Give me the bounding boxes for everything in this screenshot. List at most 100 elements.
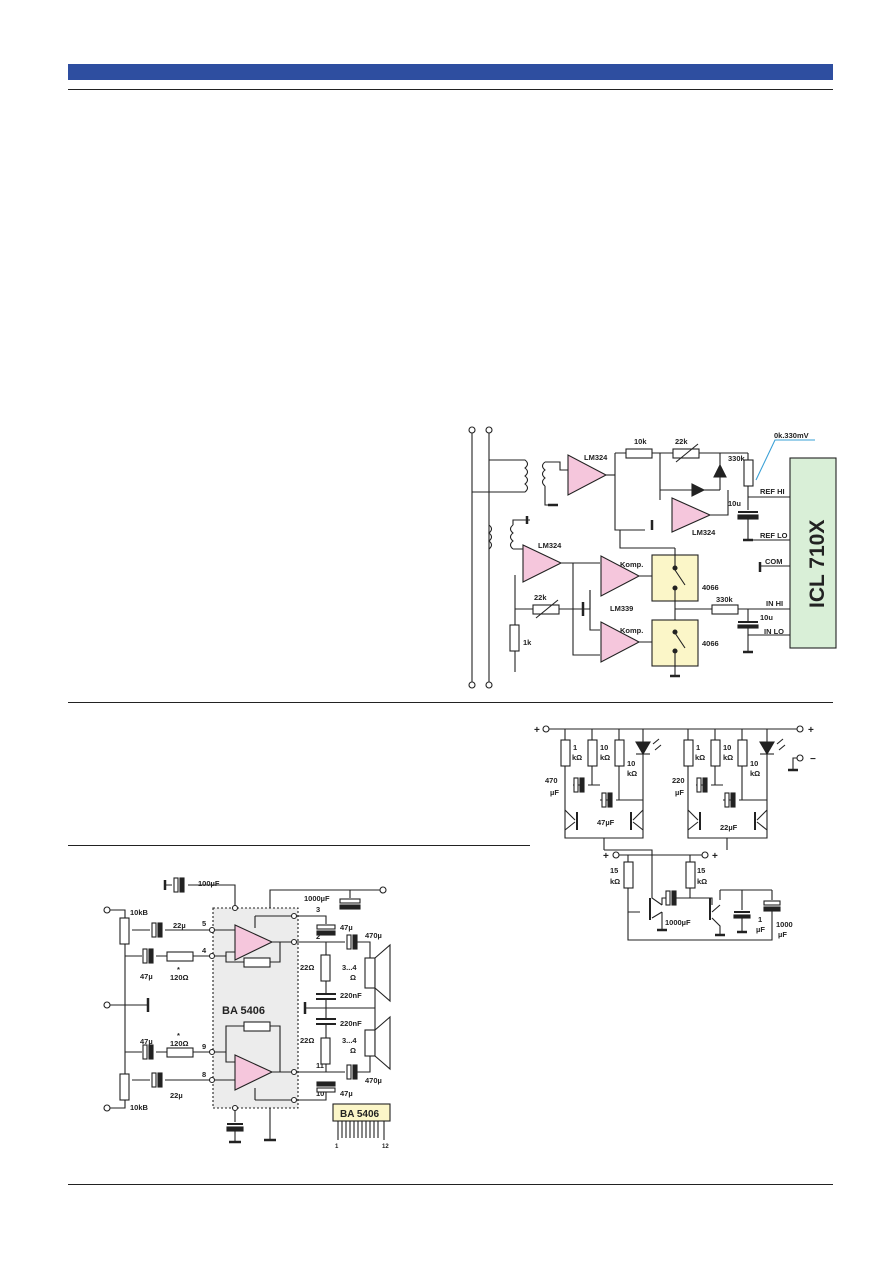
r-label: 10 (600, 743, 608, 752)
c-label: 10u (760, 613, 773, 622)
speaker-label: 3...4 (342, 1036, 357, 1045)
capacitor (607, 792, 613, 808)
node (672, 629, 678, 635)
r-label: 10k (634, 437, 647, 446)
wire (564, 830, 644, 850)
multivibrator-right: 1 kΩ 10 kΩ 10 kΩ 220 µF 22µF (672, 729, 786, 850)
c-label: 47µ (340, 923, 353, 932)
capacitor-47 (316, 924, 336, 930)
circuit-ba5406: BA 5406 100µF 1000µF (103, 877, 391, 1150)
pot-label: 10kB (130, 908, 149, 917)
multivibrator-left: 1 kΩ 10 kΩ 10 kΩ 470 µF 47µF (545, 729, 662, 850)
wire (234, 1108, 271, 1140)
resistor-22 (320, 954, 331, 982)
r-label: 15 (697, 866, 705, 875)
capacitor (696, 777, 702, 793)
terminal (796, 725, 804, 733)
terminal (485, 426, 493, 434)
c-label: 100µF (198, 879, 220, 888)
pin-label: 12 (382, 1144, 389, 1150)
speaker-lower (364, 1029, 376, 1057)
star: * (177, 1031, 180, 1040)
wire (710, 490, 729, 516)
chip-package-pins (337, 1121, 385, 1140)
pin (290, 912, 298, 920)
led (635, 741, 651, 756)
comparator-2 (600, 621, 641, 663)
r-label: 22Ω (300, 1036, 314, 1045)
chip-icl710x (789, 457, 837, 649)
c-label: 220nF (340, 991, 362, 1000)
r-label: 120Ω (170, 973, 189, 982)
speaker-upper (364, 957, 376, 989)
pin-label: REF LO (760, 531, 788, 540)
capacitor-1u (733, 914, 751, 919)
c-label: µF (550, 788, 559, 797)
terminal (468, 681, 476, 689)
r-label: kΩ (750, 769, 760, 778)
wire (357, 941, 371, 1073)
pin-label: 8 (202, 1070, 206, 1079)
opamp-lower (234, 1054, 274, 1091)
wire (564, 729, 644, 830)
capacitor-470 (352, 1064, 358, 1080)
wire (627, 911, 773, 941)
c-label: 470 (545, 776, 558, 785)
r-label: 330k (728, 454, 746, 463)
chip-package-label: BA 5406 (340, 1109, 380, 1120)
r-label: 15 (610, 866, 618, 875)
c-label: 1000µF (304, 894, 330, 903)
resistor-330k-low (711, 604, 739, 615)
wire (687, 729, 768, 830)
feedback-resistor (243, 957, 271, 968)
capacitor-470 (346, 934, 352, 950)
opamp-lm324-left (522, 544, 563, 583)
circuit-led-flasher: + + − (534, 725, 816, 941)
pot-label: 10kB (130, 1103, 149, 1112)
pin (290, 938, 298, 946)
terminal (103, 1001, 111, 1009)
pin (290, 1068, 298, 1076)
c-label: 1000 (776, 920, 793, 929)
transformer2-primary (488, 524, 493, 550)
wire (589, 575, 652, 643)
capacitor-1000 (339, 898, 361, 904)
opamp-label: LM324 (538, 541, 562, 550)
terminal (379, 886, 387, 894)
r-label: kΩ (572, 753, 582, 762)
r-label: 10 (723, 743, 731, 752)
terminal (701, 851, 709, 859)
r-label: 1k (523, 638, 532, 647)
node (672, 565, 678, 571)
capacitor (226, 1126, 244, 1132)
pot-10kb (119, 1073, 130, 1101)
c-label: 47µ (140, 1037, 153, 1046)
r-label: kΩ (600, 753, 610, 762)
switch-contacts (674, 548, 686, 676)
capacitor (724, 792, 730, 808)
r-label: kΩ (697, 877, 707, 886)
capacitor (148, 1044, 154, 1060)
pin-label: IN LO (764, 627, 784, 636)
resistor (560, 739, 571, 767)
wire (720, 889, 773, 910)
terminal (468, 426, 476, 434)
resistor-10k (625, 448, 653, 459)
wire (296, 915, 345, 1101)
pin-label: 2 (316, 932, 320, 941)
c-label: 1 (758, 915, 762, 924)
transformer-primary (472, 459, 529, 493)
capacitor (142, 1044, 148, 1060)
pin (208, 1048, 216, 1056)
plus-sign: + (534, 725, 540, 736)
r-label: kΩ (610, 877, 620, 886)
annotation-line (755, 439, 815, 481)
capacitor-1000-right (763, 906, 781, 912)
resistor (614, 739, 625, 767)
wire (214, 915, 292, 963)
capacitor-470 (352, 934, 358, 950)
wire (305, 988, 376, 1030)
pin (231, 1104, 239, 1112)
r-label: 120Ω (170, 1039, 189, 1048)
